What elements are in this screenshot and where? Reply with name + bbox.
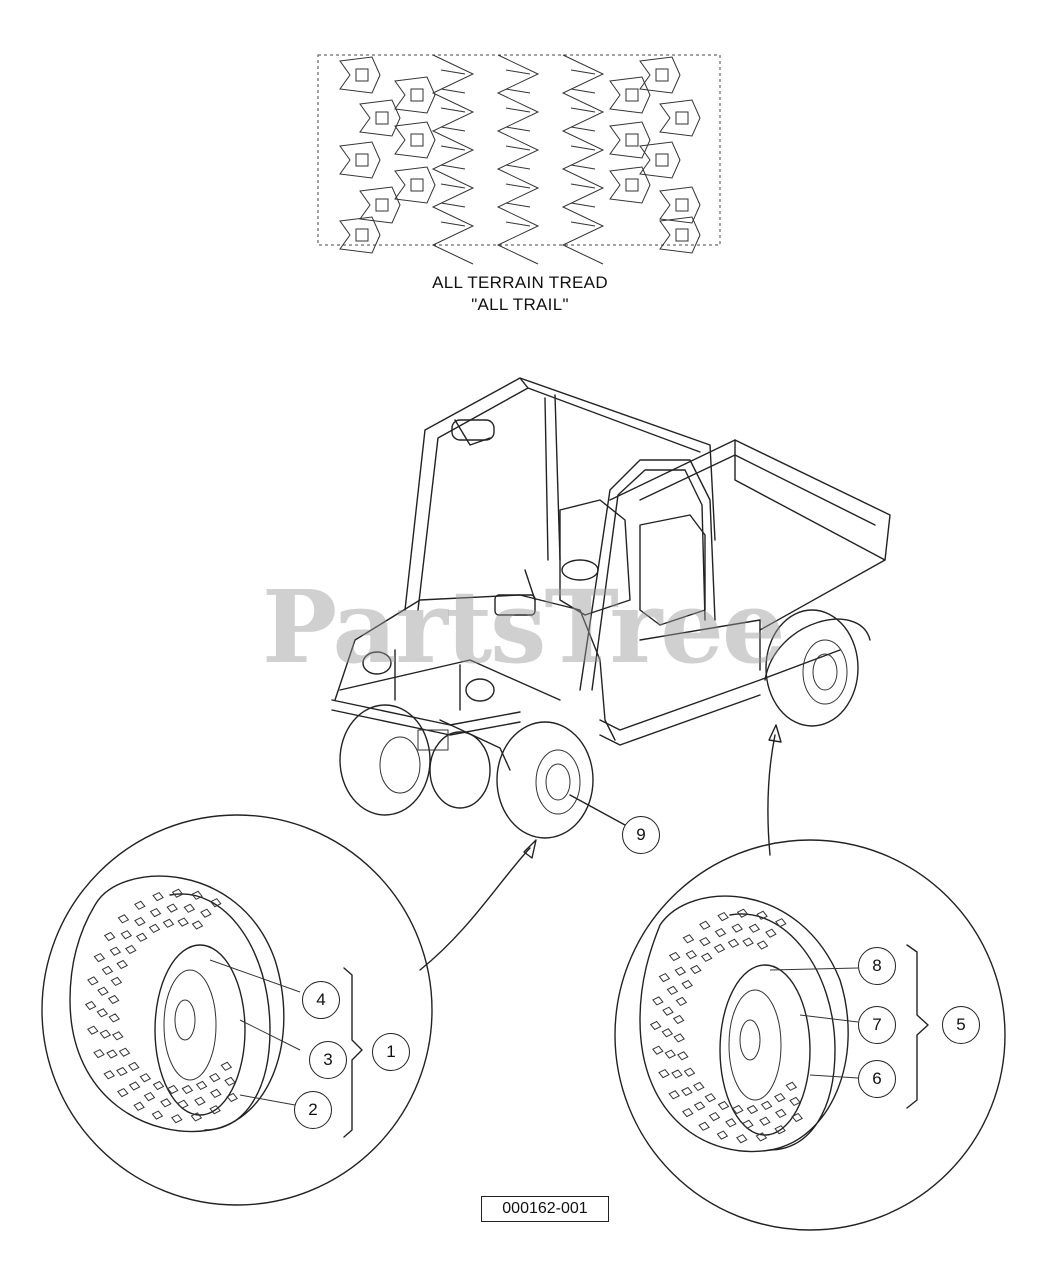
- callout-9[interactable]: 9: [622, 816, 660, 854]
- callout-8[interactable]: 8: [858, 947, 896, 985]
- callout-2[interactable]: 2: [294, 1091, 332, 1129]
- callout-5[interactable]: 5: [942, 1006, 980, 1044]
- callout-7[interactable]: 7: [858, 1006, 896, 1044]
- front-wheel-detail: [41, 814, 537, 1206]
- tread-caption: ALL TERRAIN TREAD "ALL TRAIL": [340, 272, 700, 316]
- utility-vehicle: [331, 377, 891, 839]
- tread-pattern: [317, 54, 721, 265]
- rear-wheel-detail: [614, 724, 1006, 1231]
- callout-1[interactable]: 1: [372, 1033, 410, 1071]
- callout-6[interactable]: 6: [858, 1060, 896, 1098]
- leader-9: [569, 794, 626, 826]
- tread-title-line2: "ALL TRAIL": [471, 295, 569, 314]
- tread-title-line1: ALL TERRAIN TREAD: [432, 273, 608, 292]
- drawing-code-label: 000162-001: [481, 1196, 609, 1222]
- callout-4[interactable]: 4: [302, 981, 340, 1019]
- callout-3[interactable]: 3: [309, 1041, 347, 1079]
